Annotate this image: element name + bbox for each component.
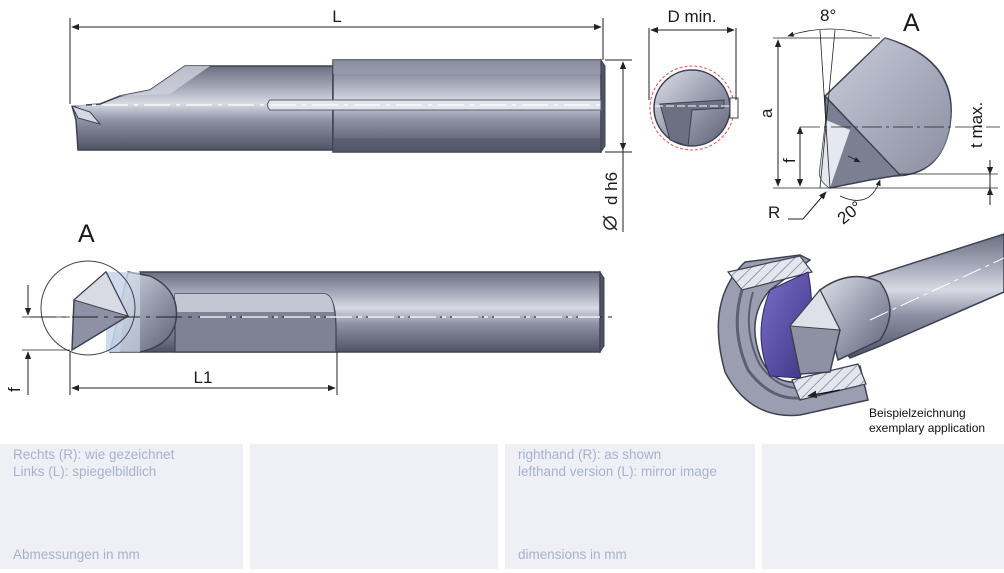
- notes-panel-empty-2: [762, 444, 1004, 569]
- detail-label-A-top: A: [903, 9, 920, 37]
- dim-label-t-max: t max.: [967, 102, 986, 148]
- angle-label-20: 20°: [834, 197, 866, 228]
- note-de-righthand: Rechts (R): wie gezeichnet: [13, 447, 175, 462]
- end-view: [649, 65, 739, 151]
- note-en-righthand: righthand (R): as shown: [518, 447, 662, 462]
- dim-label-L: L: [332, 7, 341, 26]
- dim-label-D-min: D min.: [667, 7, 716, 26]
- dimension-L: L: [69, 7, 604, 104]
- tool-side-view-top: [60, 58, 620, 154]
- dim-label-f-bottom: f: [5, 387, 24, 392]
- dim-label-f: f: [780, 158, 799, 163]
- tool-side-view-bottom: [30, 260, 615, 356]
- note-de-lefthand: Links (L): spiegelbildlich: [13, 464, 157, 479]
- notes-panel-empty-1: [250, 444, 498, 569]
- notes-panel-de: Rechts (R): wie gezeichnet Links (L): sp…: [0, 444, 243, 569]
- dimension-D-min: D min.: [648, 7, 737, 100]
- diameter-symbol-icon: [602, 215, 618, 231]
- note-en-lefthand: lefthand version (L): mirror image: [518, 464, 717, 479]
- note-en-units: dimensions in mm: [518, 547, 627, 562]
- note-de-units: Abmessungen in mm: [13, 547, 140, 562]
- application-illustration: [717, 233, 1004, 417]
- dimension-L1-and-f: L1 f A: [5, 220, 338, 395]
- detail-A-top: [773, 28, 1000, 201]
- dimension-d-h6: d h6: [602, 59, 632, 232]
- angle-label-8: 8°: [820, 6, 836, 25]
- caption-line-en: exemplary application: [869, 421, 986, 435]
- dim-label-a: a: [757, 108, 776, 118]
- detail-label-A-side: A: [78, 220, 95, 248]
- dim-label-R: R: [768, 203, 780, 222]
- application-caption: Beispielzeichnung exemplary application: [869, 406, 985, 436]
- caption-line-de: Beispielzeichnung: [869, 406, 966, 420]
- notes-panel-en: righthand (R): as shown lefthand version…: [505, 444, 755, 569]
- dim-label-d-h6: d h6: [602, 172, 621, 205]
- dim-label-L1: L1: [194, 368, 213, 387]
